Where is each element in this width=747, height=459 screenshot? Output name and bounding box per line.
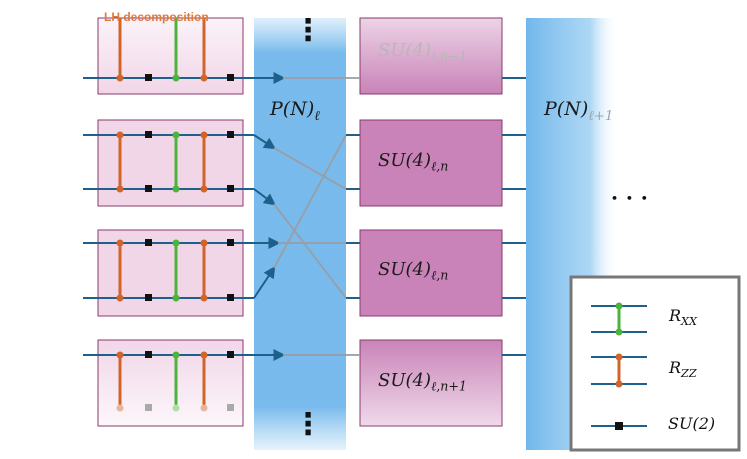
perm-label-2: P(N)ℓ+1 xyxy=(544,98,614,124)
lh-gate-box-top xyxy=(97,17,244,95)
wires-left xyxy=(83,72,286,361)
su4-block-2 xyxy=(359,119,503,207)
wires-right xyxy=(502,77,526,356)
legend-rxx-symbol xyxy=(591,302,647,336)
legend-label-su2: SU(2) xyxy=(668,414,716,433)
su4-label-4: SU(4)ℓ,n+1 xyxy=(378,370,467,394)
vertical-ellipsis-bottom: ⋮ xyxy=(293,410,323,440)
perm-band-1 xyxy=(254,18,346,450)
legend-label-rzz: RZZ xyxy=(669,358,697,381)
horizontal-ellipsis: • • • xyxy=(611,192,650,205)
su4-label-2: SU(4)ℓ,n xyxy=(378,150,449,174)
su4-label-1: SU(4)ℓ,n−1 xyxy=(378,40,467,64)
lh-gates-top xyxy=(116,18,234,82)
lh-gates-2 xyxy=(116,131,234,193)
wires-into-su4 xyxy=(346,134,360,299)
lh-gates-bottom xyxy=(116,351,234,412)
perm-arrows xyxy=(253,134,281,299)
su4-label-3: SU(4)ℓ,n xyxy=(378,259,449,283)
legend-label-rxx: RXX xyxy=(669,306,697,329)
perm-label-1: P(N)ℓ xyxy=(270,98,320,124)
lh-gates-3 xyxy=(116,239,234,302)
lh-decomposition-title: LH decomposition xyxy=(104,10,209,24)
legend-su2-symbol xyxy=(591,422,647,430)
legend-rzz-symbol xyxy=(591,353,647,388)
su4-block-3 xyxy=(359,229,503,317)
vertical-ellipsis-top: ⋮ xyxy=(293,16,323,46)
perm-crossings xyxy=(273,77,360,356)
su4-block-1 xyxy=(359,17,503,95)
su4-block-4 xyxy=(359,339,503,427)
